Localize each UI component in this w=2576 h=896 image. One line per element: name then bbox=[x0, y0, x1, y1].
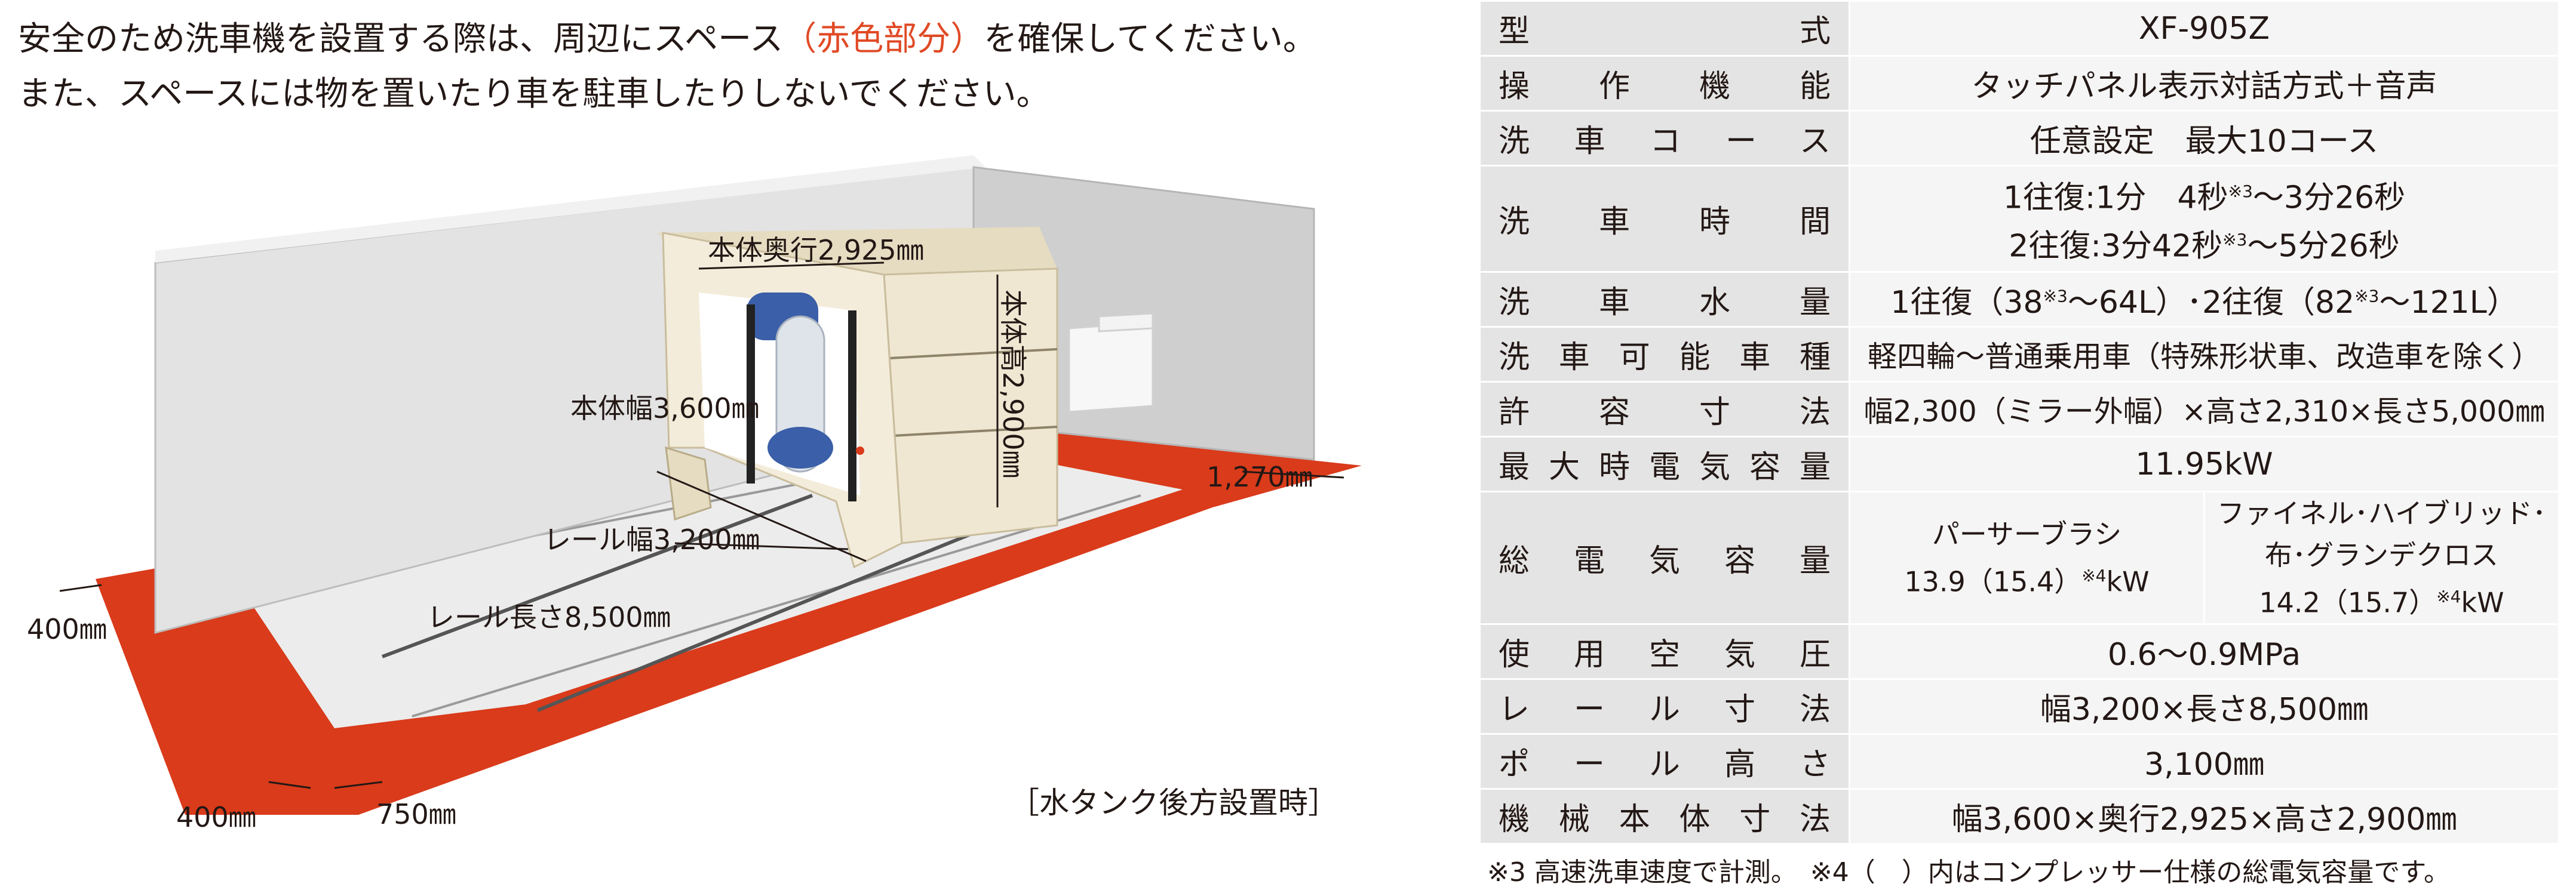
front-margin-label: 400㎜ bbox=[176, 801, 256, 833]
spec-row: 最大時電気容量 11.95kW bbox=[1479, 436, 2560, 492]
dimension-line bbox=[334, 781, 383, 789]
spec-label: 型式 bbox=[1479, 0, 1850, 57]
rail-width-label: レール幅3,200㎜ bbox=[544, 524, 760, 556]
rail-line bbox=[381, 494, 813, 658]
notice-text: また、スペースには物を置いたり車を駐車したりしないでください。 bbox=[18, 75, 1050, 113]
machine-panel-line bbox=[889, 348, 1058, 359]
spec-label: レール寸法 bbox=[1479, 678, 1850, 735]
spec-row: 使用空気圧 0.6〜0.9MPa bbox=[1479, 623, 2560, 681]
width-label: 本体幅3,600㎜ bbox=[570, 392, 759, 424]
dimension-line bbox=[698, 261, 885, 270]
front-side-label: 750㎜ bbox=[376, 798, 456, 830]
spec-row: 洗車時間 1往復:1分 4秒※3〜3分26秒 2往復:3分42秒※3〜5分26秒 bbox=[1479, 165, 2560, 273]
machine-panel-line bbox=[892, 426, 1058, 437]
spec-row: 総電気容量 パーサーブラシ 13.9（15.4）※4kW ファイネル･ハイブリッ… bbox=[1479, 490, 2560, 626]
dimension-line bbox=[1242, 470, 1344, 479]
spec-value: 幅3,200×長さ8,500㎜ bbox=[1849, 678, 2560, 735]
spec-value: 1往復:1分 4秒※3〜3分26秒 2往復:3分42秒※3〜5分26秒 bbox=[1849, 165, 2560, 273]
spec-value: 幅3,600×奥行2,925×高さ2,900㎜ bbox=[1849, 788, 2560, 845]
spec-value: タッチパネル表示対話方式＋音声 bbox=[1849, 55, 2560, 112]
spec-row: 洗車可能車種 軽四輪〜普通乗用車（特殊形状車、改造車を除く） bbox=[1479, 326, 2560, 383]
water-tank bbox=[1098, 312, 1154, 332]
spec-value: 幅2,300（ミラー外幅）×高さ2,310×長さ5,000㎜ bbox=[1849, 381, 2560, 438]
spec-row: 洗車水量 1往復（38※3〜64L）･2往復（82※3〜121L） bbox=[1479, 271, 2560, 328]
spec-row: 許容寸法 幅2,300（ミラー外幅）×高さ2,310×長さ5,000㎜ bbox=[1479, 381, 2560, 438]
depth-label: 本体奥行2,925㎜ bbox=[708, 234, 924, 266]
power-value: 13.9（15.4）※4kW bbox=[1904, 565, 2150, 598]
spec-label: 洗車水量 bbox=[1479, 271, 1850, 328]
spec-row: 洗車コース 任意設定 最大10コース bbox=[1479, 110, 2560, 167]
spec-label: ポール高さ bbox=[1479, 733, 1850, 790]
rail-length-label: レール長さ8,500㎜ bbox=[427, 601, 671, 633]
spec-label: 操作機能 bbox=[1479, 55, 1850, 112]
water-tank bbox=[1068, 321, 1154, 413]
dimension-line bbox=[59, 584, 102, 592]
spec-label: 総電気容量 bbox=[1479, 490, 1850, 626]
spec-value: 0.6〜0.9MPa bbox=[1849, 623, 2560, 681]
height-label: 本体高2,900㎜ bbox=[997, 290, 1029, 478]
spec-value: 3,100㎜ bbox=[1849, 733, 2560, 790]
wash-time-line: 2往復:3分42秒※3〜5分26秒 bbox=[2009, 227, 2400, 264]
spec-value: 11.95kW bbox=[1849, 436, 2560, 492]
notice-text: 安全のため洗車機を設置する際は、周辺にスペース bbox=[18, 20, 784, 58]
spec-row: 操作機能 タッチパネル表示対話方式＋音声 bbox=[1479, 55, 2560, 112]
spec-value: 軽四輪〜普通乗用車（特殊形状車、改造車を除く） bbox=[1849, 326, 2560, 383]
spec-value: 任意設定 最大10コース bbox=[1849, 110, 2560, 167]
spec-label: 許容寸法 bbox=[1479, 381, 1850, 438]
spec-label: 洗車コース bbox=[1479, 110, 1850, 167]
machine-indicator-icon bbox=[856, 447, 864, 455]
machine-pole bbox=[848, 310, 856, 501]
notice-highlight: （赤色部分） bbox=[783, 20, 984, 58]
safety-notice: 安全のため洗車機を設置する際は、周辺にスペース（赤色部分）を確保してください。 … bbox=[18, 12, 1421, 122]
dimension-line bbox=[674, 542, 849, 550]
spec-label: 機械本体寸法 bbox=[1479, 788, 1850, 845]
spec-label: 洗車可能車種 bbox=[1479, 326, 1850, 383]
spec-label: 使用空気圧 bbox=[1479, 623, 1850, 681]
right-margin-label: 1,270㎜ bbox=[1206, 461, 1313, 493]
footnote: ※3 高速洗車速度で計測。 ※4（ ）内はコンプレッサー仕様の総電気容量です。 bbox=[1487, 857, 2450, 888]
power-title: ファイネル･ハイブリッド･布･グランデクロス bbox=[2216, 497, 2547, 571]
installation-diagram: 本体奥行2,925㎜ 本体高2,900㎜ 本体幅3,600㎜ レール幅3,200… bbox=[27, 155, 1362, 833]
spec-row: 型式 XF-905Z bbox=[1479, 0, 2560, 57]
spec-label: 洗車時間 bbox=[1479, 165, 1850, 273]
power-value: 14.2（15.7）※4kW bbox=[2259, 586, 2504, 619]
spec-label: 最大時電気容量 bbox=[1479, 436, 1850, 492]
notice-text: を確保してください。 bbox=[984, 20, 1316, 58]
diagram-caption: ［水タンク後方設置時］ bbox=[1009, 786, 1338, 820]
left-margin-label: 400㎜ bbox=[27, 613, 107, 645]
dimension-line bbox=[268, 781, 311, 789]
dimension-line bbox=[656, 470, 867, 562]
spec-value: パーサーブラシ 13.9（15.4）※4kW bbox=[1849, 490, 2205, 626]
spec-row: ポール高さ 3,100㎜ bbox=[1479, 733, 2560, 790]
machine-left-leg bbox=[665, 446, 712, 521]
back-wall-top bbox=[155, 155, 985, 263]
power-title: パーサーブラシ bbox=[1932, 518, 2122, 550]
wash-time-line: 1往復:1分 4秒※3〜3分26秒 bbox=[2003, 180, 2406, 216]
spec-value: 1往復（38※3〜64L）･2往復（82※3〜121L） bbox=[1849, 271, 2560, 328]
machine-side bbox=[883, 267, 1058, 544]
spec-value: ファイネル･ハイブリッド･布･グランデクロス 14.2（15.7）※4kW bbox=[2203, 490, 2560, 626]
spec-row: レール寸法 幅3,200×長さ8,500㎜ bbox=[1479, 678, 2560, 735]
brush bbox=[767, 427, 833, 469]
machine-pole bbox=[747, 304, 755, 484]
spec-row: 機械本体寸法 幅3,600×奥行2,925×高さ2,900㎜ bbox=[1479, 788, 2560, 845]
rail-line bbox=[412, 494, 1141, 718]
spec-table: 型式 XF-905Z 操作機能 タッチパネル表示対話方式＋音声 洗車コース 任意… bbox=[1479, 0, 2560, 845]
spec-value: XF-905Z bbox=[1849, 0, 2560, 57]
